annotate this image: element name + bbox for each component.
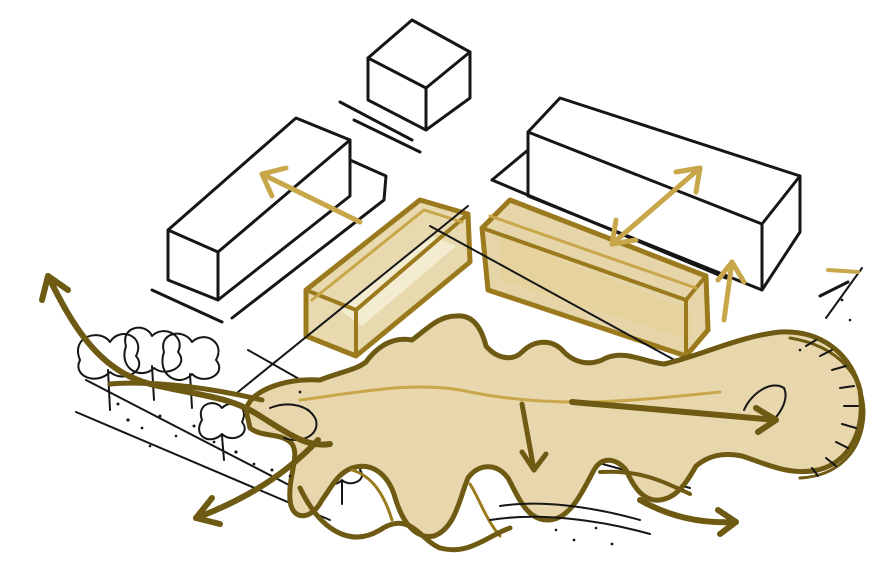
building-top-small [340, 20, 470, 152]
